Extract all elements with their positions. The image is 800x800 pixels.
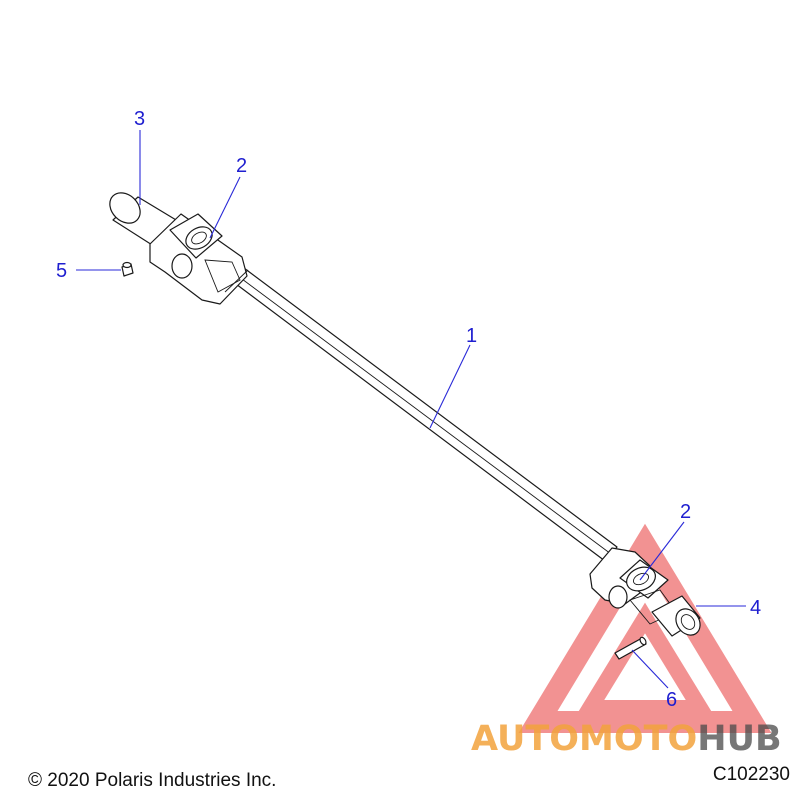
watermark-logo [518,523,772,733]
watermark-text: AUTOMOTOHUB [471,719,782,759]
callout-3: 3 [134,108,145,130]
lower-u-joint [589,547,677,625]
callout-2-lower: 2 [680,501,691,523]
roll-pin [614,636,647,660]
lower-yoke [651,595,701,637]
grease-fitting [121,261,134,277]
drive-shaft [231,267,618,562]
callout-2-upper: 2 [236,155,247,177]
upper-u-joint [149,213,249,305]
watermark-text-primary: AUTOMOTO [471,719,697,759]
copyright-text: © 2020 Polaris Industries Inc. [28,770,277,791]
callout-6: 6 [666,689,677,711]
watermark-text-secondary: HUB [697,719,781,759]
callout-1: 1 [466,325,477,347]
callout-4: 4 [750,597,761,619]
leader-lines [76,130,746,689]
drawing-code: C102230 [712,764,790,785]
callout-5: 5 [56,260,67,282]
